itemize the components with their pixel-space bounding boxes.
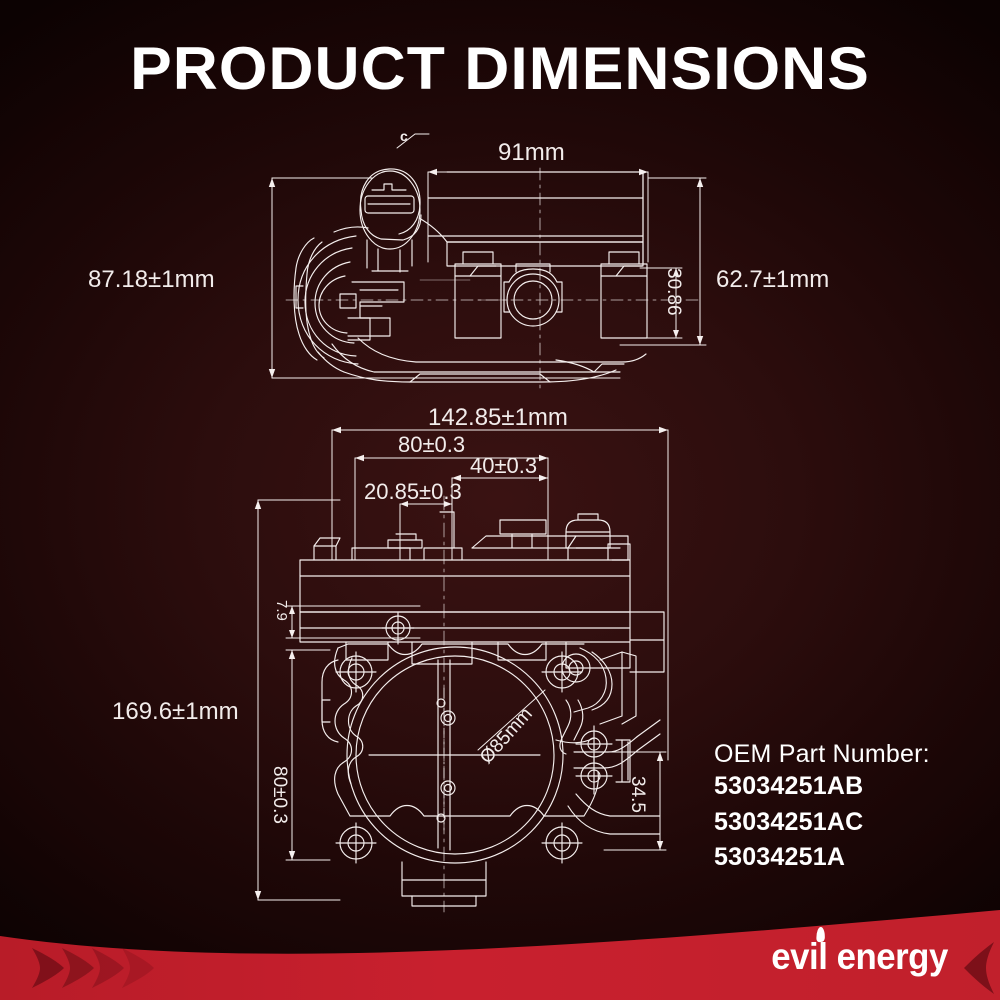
oem-part-number-1: 53034251AB [714, 772, 864, 800]
brand-word-evil: evil [771, 936, 828, 977]
dim-20-85: 20.85±0.3 [364, 479, 462, 504]
oem-part-number-2: 53034251AC [714, 807, 864, 836]
arrow-decorations [32, 948, 154, 988]
throttle-body-side-profile [285, 167, 701, 393]
dim-inset-30-86: 30.86 [663, 268, 684, 316]
oem-part-number-3: 53034251A [714, 843, 846, 871]
dim-7-9: 7.9 [273, 600, 290, 621]
throttle-shaft-holes [436, 698, 456, 823]
page-title: PRODUCT DIMENSIONS [130, 35, 870, 102]
brand-logo: evil energy [771, 926, 949, 978]
banner-shape [0, 910, 1000, 1000]
oem-part-number-block: OEM Part Number: 53034251AB 53034251AC 5… [714, 740, 930, 876]
dim-34-5: 34.5 [627, 776, 648, 813]
dim-80-left: 80±0.3 [269, 766, 290, 824]
dimension-lines-bottom-view [254, 426, 669, 901]
dim-overall-height-169-6: 169.6±1mm [112, 698, 239, 725]
dim-80-top: 80±0.3 [398, 432, 466, 457]
dim-height-62-7: 62.7±1mm [716, 266, 830, 293]
throttle-body-flange-outline [321, 611, 661, 907]
callout-label-c: c [400, 128, 408, 144]
footer-banner [0, 910, 1000, 1000]
throttle-body-plan-upper [299, 511, 665, 673]
dim-overall-width-142-85: 142.85±1mm [428, 404, 568, 431]
dim-height-87-18: 87.18±1mm [88, 266, 215, 293]
flame-accent-icon [816, 926, 825, 943]
chevron-left-icon [964, 942, 994, 994]
dim-width-91mm: 91mm [498, 139, 565, 166]
bolt-holes [335, 611, 583, 864]
dim-40: 40±0.3 [470, 453, 538, 478]
brand-word-energy: energy [836, 936, 949, 977]
callout-leader-c [396, 133, 430, 149]
oem-label: OEM Part Number: [714, 740, 930, 768]
